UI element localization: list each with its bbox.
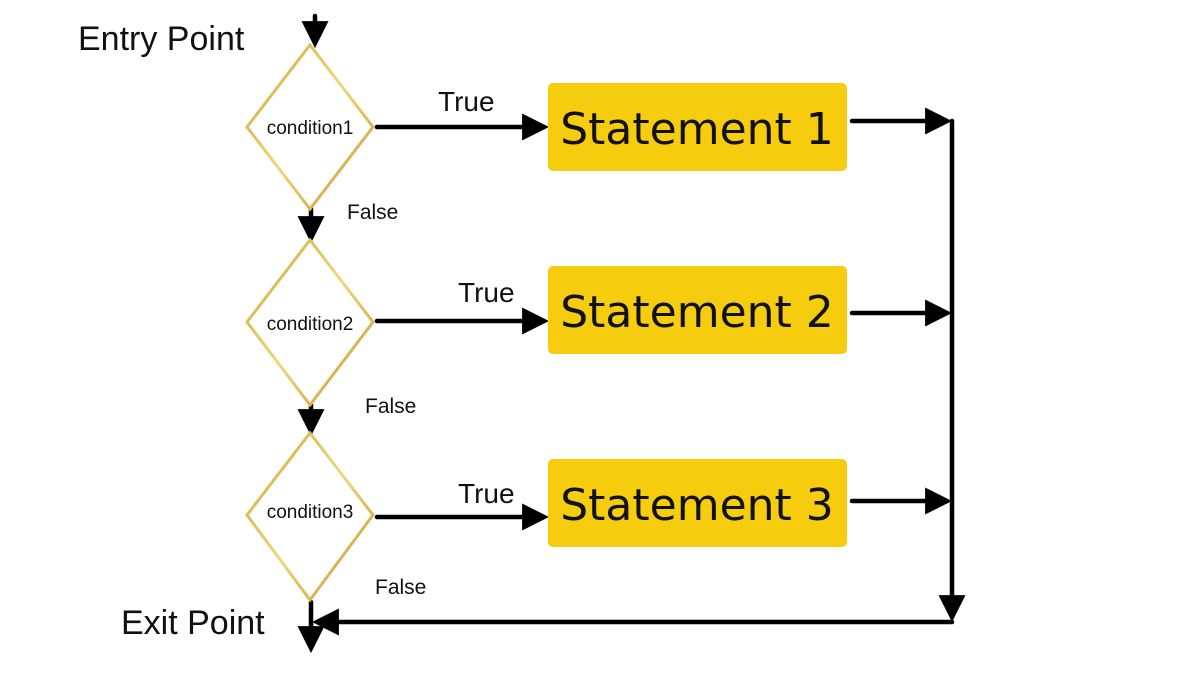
decision-1: condition1 xyxy=(245,42,375,212)
statement-3: Statement 3 xyxy=(548,459,847,547)
false-label-1: False xyxy=(347,201,398,224)
statement-2: Statement 2 xyxy=(548,266,847,354)
condition-label: condition2 xyxy=(267,314,354,335)
statement-box xyxy=(548,266,847,354)
decision-diamond xyxy=(245,237,375,408)
statement-label: Statement 3 xyxy=(560,480,834,531)
true-label-2: True xyxy=(458,277,515,308)
decision-3: condition3 xyxy=(245,430,375,603)
statement-label: Statement 1 xyxy=(560,104,834,155)
decision-2: condition2 xyxy=(245,237,375,408)
true-label-3: True xyxy=(458,478,515,509)
exit-point-label: Exit Point xyxy=(121,604,265,642)
statement-label: Statement 2 xyxy=(560,287,834,338)
decision-diamond xyxy=(245,430,375,603)
entry-point-label: Entry Point xyxy=(78,20,245,58)
statement-1: Statement 1 xyxy=(548,83,847,171)
condition-label: condition1 xyxy=(267,118,354,139)
condition-label: condition3 xyxy=(267,502,354,523)
statement-box xyxy=(548,459,847,547)
false-label-3: False xyxy=(375,576,426,599)
statement-box xyxy=(548,83,847,171)
false-label-2: False xyxy=(365,395,416,418)
decision-diamond xyxy=(245,42,375,212)
true-label-1: True xyxy=(438,86,495,117)
